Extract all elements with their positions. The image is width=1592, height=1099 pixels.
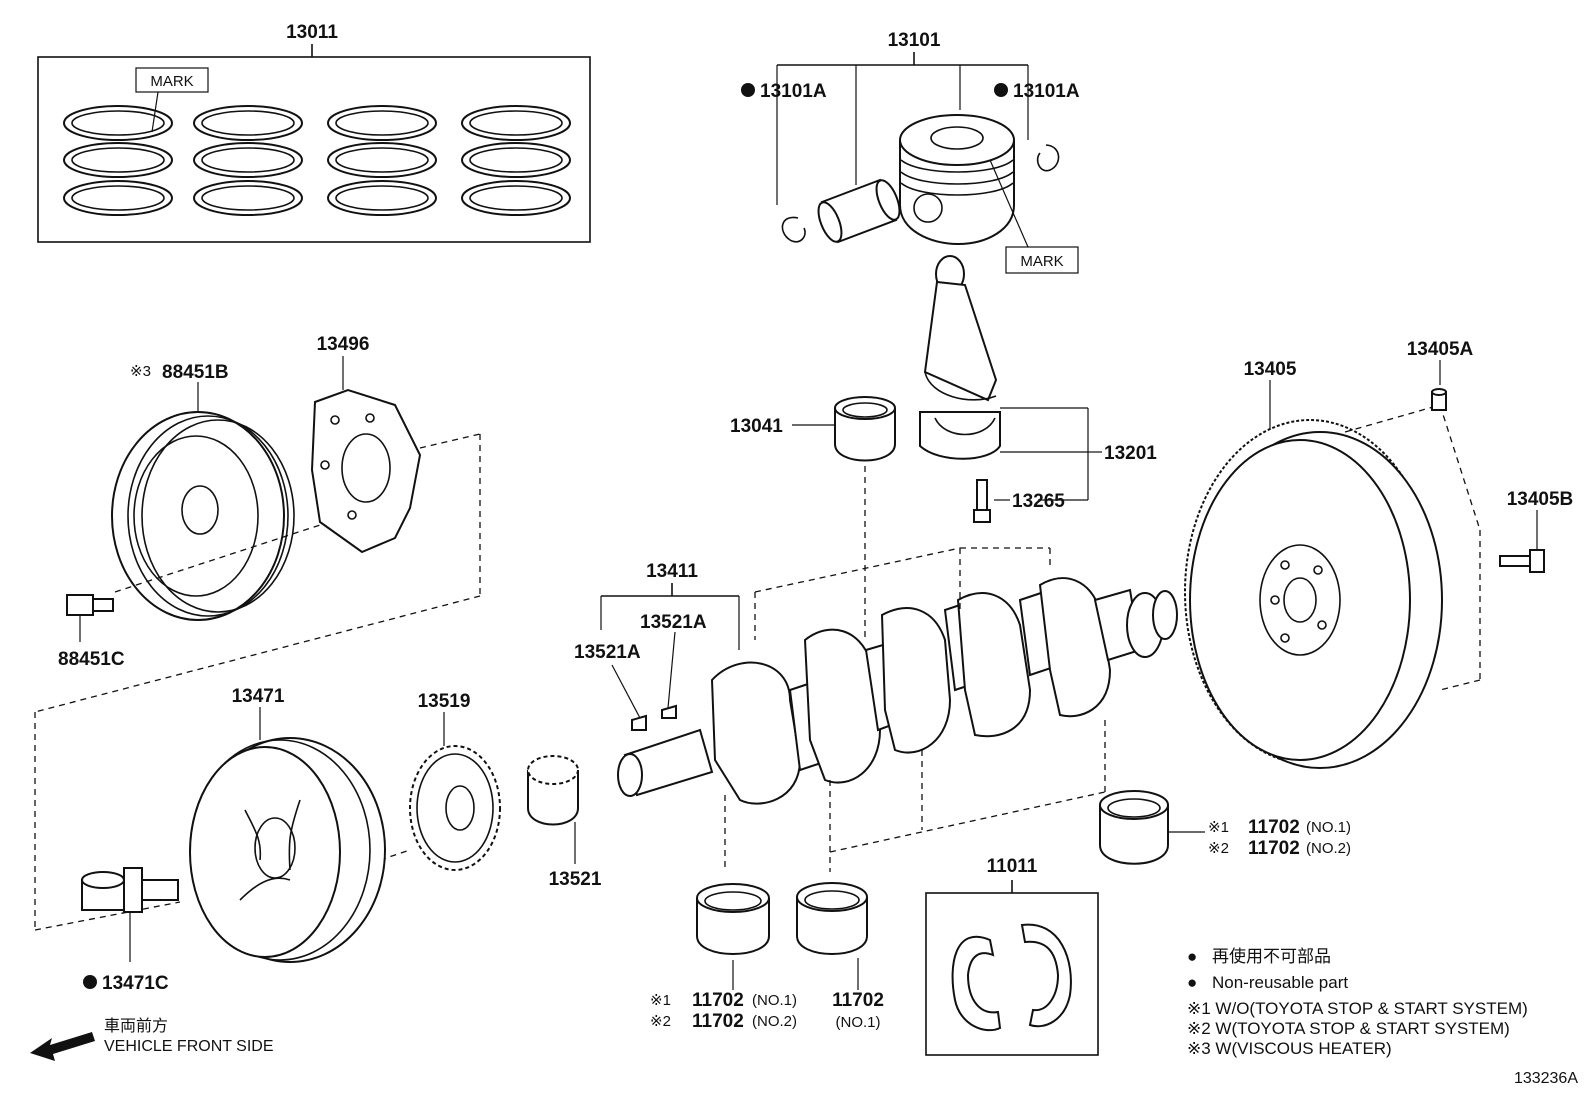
part-number-13405: 13405 xyxy=(1244,359,1297,380)
sub-number-left-1: (NO.1) xyxy=(752,992,797,1009)
legend: ● 再使用不可部品 ● Non-reusable part ※1 W/O(TOY… xyxy=(1187,946,1528,1058)
non-reusable-bullet xyxy=(83,975,97,989)
part-number-13521A-left: 13521A xyxy=(574,642,641,663)
part-number-13405A: 13405A xyxy=(1407,339,1474,360)
part-number-13405B: 13405B xyxy=(1507,489,1574,510)
part-number-13521: 13521 xyxy=(549,869,602,890)
legend-jp: 再使用不可部品 xyxy=(1212,946,1331,966)
piston xyxy=(899,114,1015,246)
main-bearing-right: ※1 11702 (NO.1) ※2 11702 (NO.2) xyxy=(1099,790,1351,865)
ref-mark-right-1: ※1 xyxy=(1208,819,1229,836)
part-number-13101: 13101 xyxy=(888,30,941,51)
legend-bullet-en: ● xyxy=(1187,973,1197,992)
part-number-11702-right-1: 11702 xyxy=(1248,817,1300,838)
piston-assembly: 13101 13101A 13101A MARK xyxy=(741,30,1080,274)
flywheel: 13405 xyxy=(1184,359,1481,769)
crankshaft-dashed-lines xyxy=(724,547,1106,872)
pulley-plate-13496: 13496 xyxy=(310,334,422,554)
part-number-11702-right-2: 11702 xyxy=(1248,838,1300,859)
front-label-jp: 車両前方 xyxy=(104,1017,168,1035)
part-number-11702-left-1: 11702 xyxy=(692,990,744,1011)
ring-stack-1 xyxy=(63,105,173,216)
mark-label-piston: MARK xyxy=(1020,253,1063,270)
pulley-bolt-88451C: 88451C xyxy=(58,594,125,670)
part-number-11011: 11011 xyxy=(987,856,1038,877)
ref-mark-left-1: ※1 xyxy=(650,992,671,1009)
legend-note-2: ※2 W(TOYOTA STOP & START SYSTEM) xyxy=(1187,1019,1510,1038)
sub-number-right-1: (NO.1) xyxy=(1306,819,1351,836)
part-number-13471: 13471 xyxy=(232,686,285,707)
part-number-13011: 13011 xyxy=(286,22,338,43)
part-number-13265: 13265 xyxy=(1012,491,1065,512)
part-number-13519: 13519 xyxy=(418,691,471,712)
part-number-11702-left-2: 11702 xyxy=(692,1011,744,1032)
piston-ring-set: MARK 13011 xyxy=(37,22,591,243)
part-number-13521A-right: 13521A xyxy=(640,612,707,633)
sub-number-left-2: (NO.2) xyxy=(752,1013,797,1030)
crankshaft-sprocket: 13521 xyxy=(527,755,602,890)
part-number-13471C: 13471C xyxy=(102,973,169,994)
crankshaft-timing-gear: 13519 xyxy=(409,691,501,871)
part-number-13041: 13041 xyxy=(730,416,783,437)
part-number-13101A-right: 13101A xyxy=(1013,81,1080,102)
legend-bullet-jp: ● xyxy=(1187,947,1197,966)
piston-pin xyxy=(817,178,901,244)
ref-mark-right-2: ※2 xyxy=(1208,840,1229,857)
non-reusable-bullet xyxy=(994,83,1008,97)
ring-stack-4 xyxy=(461,105,571,216)
front-label-en: VEHICLE FRONT SIDE xyxy=(104,1038,274,1055)
snap-ring-right xyxy=(1036,144,1060,172)
sub-number-middle: (NO.1) xyxy=(836,1014,881,1031)
part-number-11702-middle: 11702 xyxy=(832,990,884,1011)
connecting-rod: 13201 13265 xyxy=(919,255,1157,523)
part-number-13496: 13496 xyxy=(317,334,370,355)
part-number-88451C: 88451C xyxy=(58,649,125,670)
main-bearing-middle: 11702 (NO.1) xyxy=(796,882,884,1031)
snap-ring-left xyxy=(781,216,806,243)
vehicle-front-indicator: 車両前方 VEHICLE FRONT SIDE xyxy=(30,1017,274,1061)
mark-label-rings: MARK xyxy=(150,73,193,90)
non-reusable-bullet xyxy=(741,83,755,97)
legend-note-1: ※1 W/O(TOYOTA STOP & START SYSTEM) xyxy=(1187,999,1528,1018)
part-number-13101A-left: 13101A xyxy=(760,81,827,102)
part-number-13411: 13411 xyxy=(646,561,698,582)
legend-en: Non-reusable part xyxy=(1212,973,1348,992)
part-number-13201: 13201 xyxy=(1104,443,1157,464)
ring-stack-2 xyxy=(193,105,303,216)
thrust-washer-set: 11011 xyxy=(925,856,1099,1056)
crankshaft: 13411 13521A 13521A xyxy=(574,561,1178,805)
connecting-rod-bearing: 13041 xyxy=(730,396,896,640)
flywheel-bolt: 13405B xyxy=(1499,489,1574,573)
connecting-rod-bolt xyxy=(973,479,991,523)
main-bearing-left: ※1 11702 (NO.1) ※2 11702 (NO.2) xyxy=(650,883,797,1032)
part-number-88451B: 88451B xyxy=(162,362,229,383)
front-arrow-icon xyxy=(30,1032,95,1061)
figure-id: 133236A xyxy=(1514,1070,1578,1087)
pulley-88451B: ※3 88451B xyxy=(111,362,295,621)
ring-stack-3 xyxy=(327,105,437,216)
ref-mark-88451B: ※3 xyxy=(130,363,151,380)
legend-note-3: ※3 W(VISCOUS HEATER) xyxy=(1187,1039,1392,1058)
crankshaft-pulley: 13471 xyxy=(189,686,386,963)
sub-number-right-2: (NO.2) xyxy=(1306,840,1351,857)
ref-mark-left-2: ※2 xyxy=(650,1013,671,1030)
crankshaft-pulley-bolt: 13471C xyxy=(81,867,179,994)
flywheel-pin: 13405A xyxy=(1407,339,1474,411)
